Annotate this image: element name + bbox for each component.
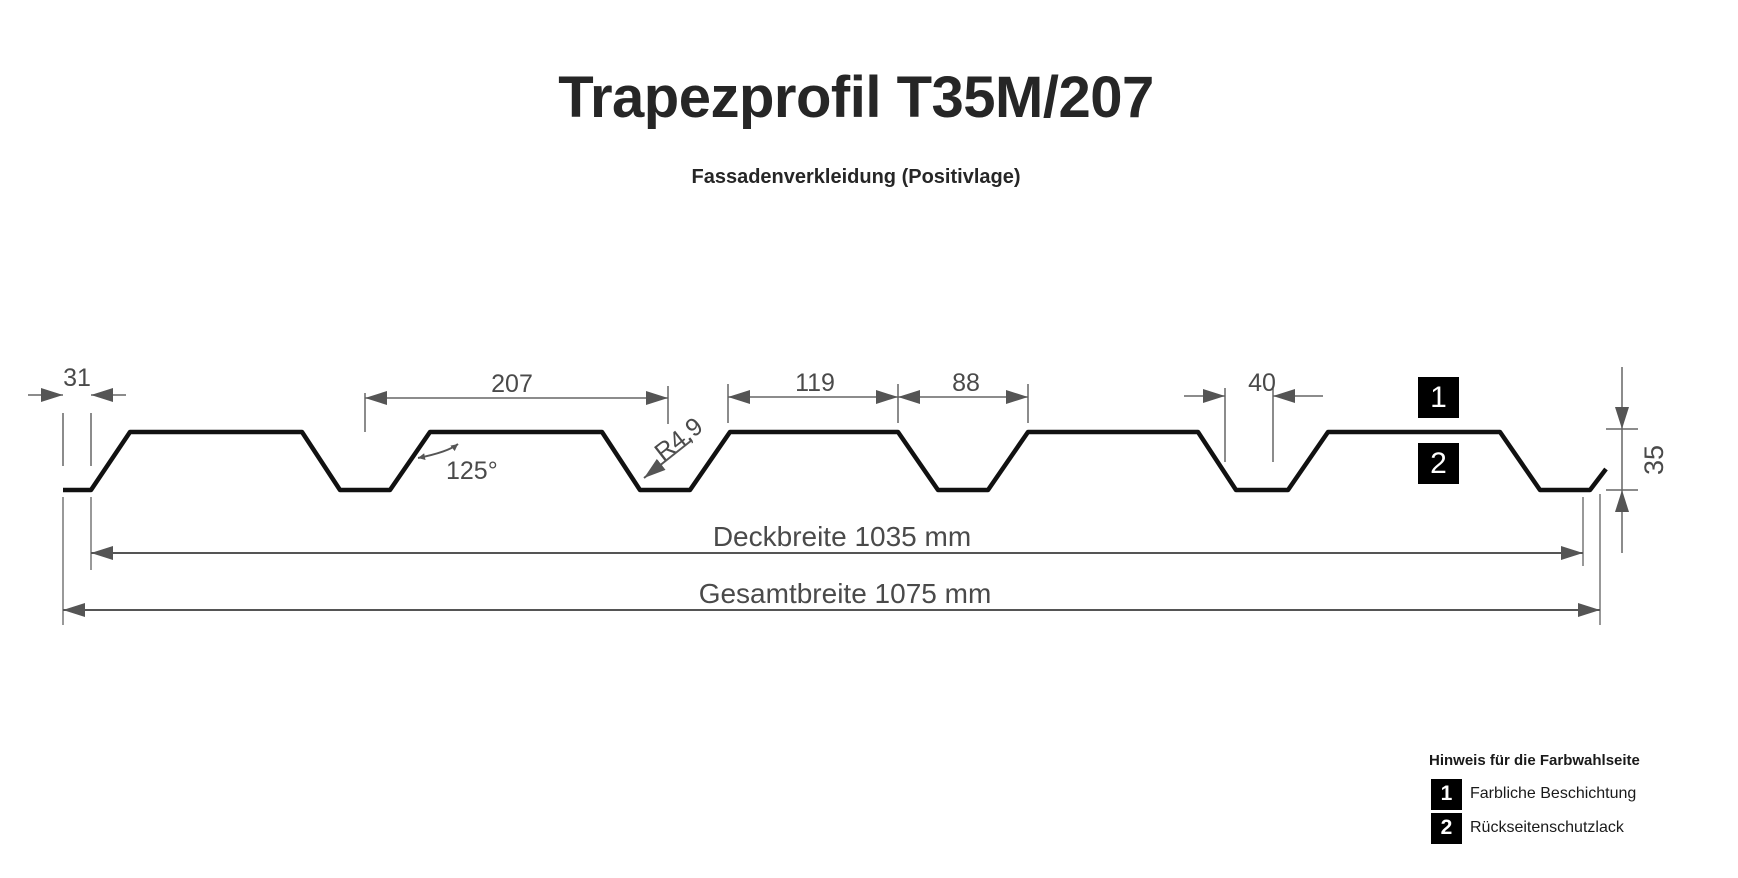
- dim-total-width: [62, 494, 1601, 625]
- legend-label: Rückseitenschutzlack: [1470, 819, 1624, 836]
- dim-88: [898, 384, 1029, 423]
- badge-top-coating: 1: [1418, 377, 1459, 418]
- dim-35-label: 35: [1639, 445, 1669, 475]
- dim-cover-width: [90, 497, 1584, 570]
- radius-arrow: [643, 439, 693, 479]
- dim-88-label: 88: [952, 369, 980, 397]
- angle-arc: [417, 443, 459, 461]
- cover-width-label: Deckbreite 1035 mm: [713, 521, 971, 552]
- legend-number-badge: 1: [1431, 778, 1462, 810]
- dim-119-label: 119: [795, 369, 835, 397]
- legend-item: 2 Rückseitenschutzlack: [1429, 811, 1640, 845]
- dim-height-35: [1606, 367, 1638, 553]
- trapezoid-profile-line: [63, 429, 1608, 493]
- color-side-legend: Hinweis für die Farbwahlseite 1 Farblich…: [1429, 752, 1640, 845]
- legend-label: Farbliche Beschichtung: [1470, 785, 1637, 802]
- dim-40-label: 40: [1248, 369, 1276, 397]
- dim-edge-31: [28, 388, 126, 466]
- dim-pitch-207: [364, 386, 669, 432]
- page-title: Trapezprofil T35M/207: [558, 65, 1154, 130]
- dim-bottom-40: [1184, 388, 1323, 462]
- legend-number-badge: 2: [1431, 812, 1462, 844]
- angle-label: 125°: [446, 457, 498, 485]
- page-subtitle: Fassadenverkleidung (Positivlage): [691, 166, 1021, 188]
- total-width-label: Gesamtbreite 1075 mm: [699, 578, 992, 609]
- legend-title: Hinweis für die Farbwahlseite: [1429, 752, 1640, 769]
- legend-item: 1 Farbliche Beschichtung: [1429, 777, 1640, 811]
- radius-label: R4,9: [649, 412, 708, 467]
- dim-207-label: 207: [491, 370, 533, 398]
- badge-back-coating: 2: [1418, 443, 1459, 484]
- dim-31-label: 31: [63, 364, 91, 392]
